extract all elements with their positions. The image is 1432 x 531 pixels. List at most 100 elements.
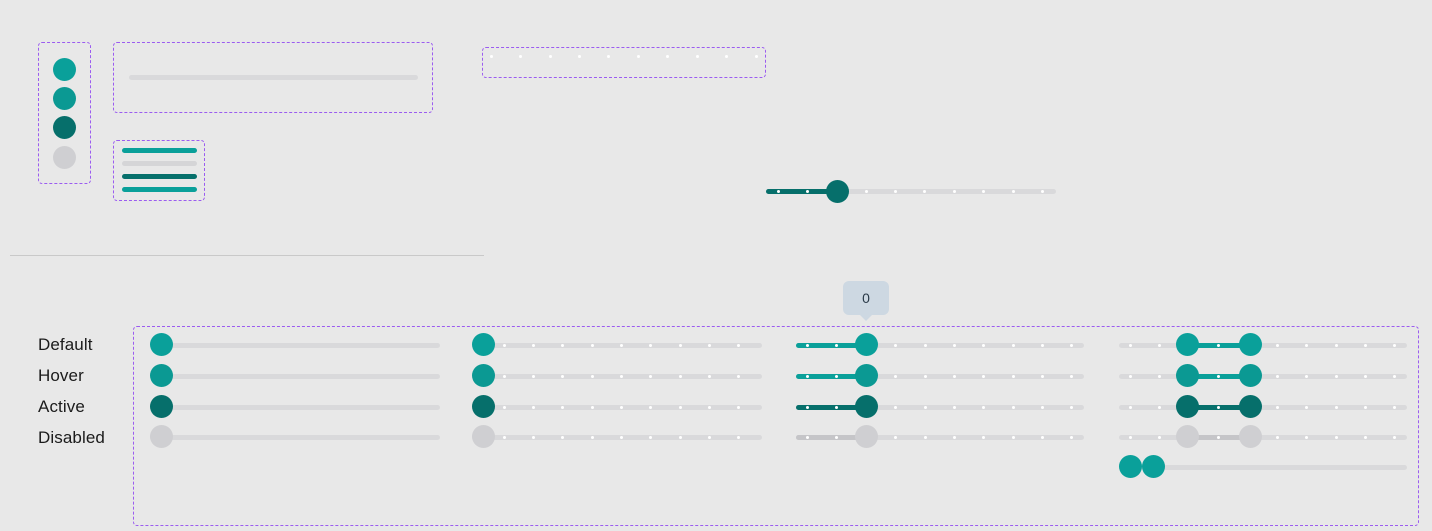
range-slider-disabled	[1119, 425, 1407, 449]
continuous-slider-active[interactable]	[150, 395, 440, 419]
tick-mark	[532, 436, 535, 439]
slider-rail	[1119, 374, 1407, 379]
discrete-slider-active[interactable]	[472, 395, 762, 419]
range-slider-min-overlap[interactable]	[1119, 455, 1407, 479]
slider-handle[interactable]	[1239, 333, 1262, 356]
tick-mark	[777, 190, 780, 193]
rail-group	[113, 42, 433, 113]
tick-mark	[503, 375, 506, 378]
tick-mark	[1364, 406, 1367, 409]
slider-handle	[1239, 425, 1262, 448]
slider-handle[interactable]	[1176, 364, 1199, 387]
tick-mark	[737, 436, 740, 439]
slider-track	[796, 343, 862, 348]
tick-mark	[835, 436, 838, 439]
tick-mark	[1041, 190, 1044, 193]
tick-mark	[1070, 375, 1073, 378]
slider-handle[interactable]	[472, 395, 495, 418]
slider-rail	[796, 435, 1084, 440]
range-slider-hover[interactable]	[1119, 364, 1407, 388]
state-label-hover: Hover	[38, 366, 84, 385]
tick-mark	[649, 344, 652, 347]
example-slider[interactable]	[766, 180, 1056, 204]
discrete-filled-slider-hover[interactable]	[796, 364, 1084, 388]
tick-mark	[679, 375, 682, 378]
handle-disabled	[53, 146, 76, 169]
tick-mark	[1070, 406, 1073, 409]
tick-mark	[806, 375, 809, 378]
tick-mark	[894, 436, 897, 439]
track-disabled	[122, 161, 197, 166]
continuous-slider-default[interactable]	[150, 333, 440, 357]
tick-mark	[1129, 344, 1132, 347]
tick-mark	[666, 55, 669, 58]
tick-mark	[708, 375, 711, 378]
tick-mark	[1305, 406, 1308, 409]
tick-mark	[1129, 375, 1132, 378]
slider-handle[interactable]	[855, 333, 878, 356]
slider-handle[interactable]	[1176, 333, 1199, 356]
slider-handle[interactable]	[150, 364, 173, 387]
tick-mark	[953, 344, 956, 347]
tick-mark	[1364, 344, 1367, 347]
tick-mark	[1335, 375, 1338, 378]
tick-mark	[835, 344, 838, 347]
slider-handle[interactable]	[1239, 395, 1262, 418]
tick-mark	[1070, 436, 1073, 439]
discrete-filled-slider-active[interactable]	[796, 395, 1084, 419]
tick-mark	[679, 344, 682, 347]
slider-rail	[472, 374, 762, 379]
discrete-slider-hover[interactable]	[472, 364, 762, 388]
slider-handle[interactable]	[1119, 455, 1142, 478]
slider-rail	[796, 405, 1084, 410]
tick-mark	[924, 436, 927, 439]
track-states-group	[113, 140, 205, 201]
slider-handle[interactable]	[150, 395, 173, 418]
tick-mark	[894, 190, 897, 193]
tick-mark	[1012, 190, 1015, 193]
tick-mark	[1393, 344, 1396, 347]
tick-mark	[737, 375, 740, 378]
tick-mark	[696, 55, 699, 58]
slider-rail	[796, 374, 1084, 379]
slider-handle[interactable]	[472, 364, 495, 387]
handle-states-group	[38, 42, 91, 184]
slider-rail	[1119, 343, 1407, 348]
tick-mark	[708, 344, 711, 347]
tick-mark	[924, 406, 927, 409]
tick-mark	[1217, 406, 1220, 409]
slider-handle[interactable]	[150, 333, 173, 356]
tick-mark	[591, 406, 594, 409]
slider-track	[796, 374, 862, 379]
tick-mark	[1041, 344, 1044, 347]
slider-handle[interactable]	[826, 180, 849, 203]
slider-handle[interactable]	[472, 333, 495, 356]
discrete-slider-default[interactable]	[472, 333, 762, 357]
slider-handle[interactable]	[1176, 395, 1199, 418]
range-slider-active[interactable]	[1119, 395, 1407, 419]
tick-mark	[806, 436, 809, 439]
tick-mark	[923, 190, 926, 193]
tick-mark	[1276, 344, 1279, 347]
continuous-slider-hover[interactable]	[150, 364, 440, 388]
range-slider-default[interactable]	[1119, 333, 1407, 357]
track-hover	[122, 187, 197, 192]
tick-mark	[737, 406, 740, 409]
tick-mark	[1041, 375, 1044, 378]
handle-active	[53, 116, 76, 139]
tick-mark	[532, 375, 535, 378]
slider-handle	[472, 425, 495, 448]
slider-handle[interactable]	[855, 364, 878, 387]
tick-mark	[924, 375, 927, 378]
discrete-filled-slider-default[interactable]	[796, 333, 1084, 357]
slider-handle[interactable]	[855, 395, 878, 418]
slider-handle	[855, 425, 878, 448]
value-tooltip: 0	[843, 281, 889, 321]
slider-handle[interactable]	[1239, 364, 1262, 387]
tick-mark	[953, 436, 956, 439]
tick-mark	[1305, 436, 1308, 439]
tick-mark	[1041, 436, 1044, 439]
slider-handle[interactable]	[1142, 455, 1165, 478]
tick-mark	[1012, 375, 1015, 378]
tick-mark	[620, 375, 623, 378]
